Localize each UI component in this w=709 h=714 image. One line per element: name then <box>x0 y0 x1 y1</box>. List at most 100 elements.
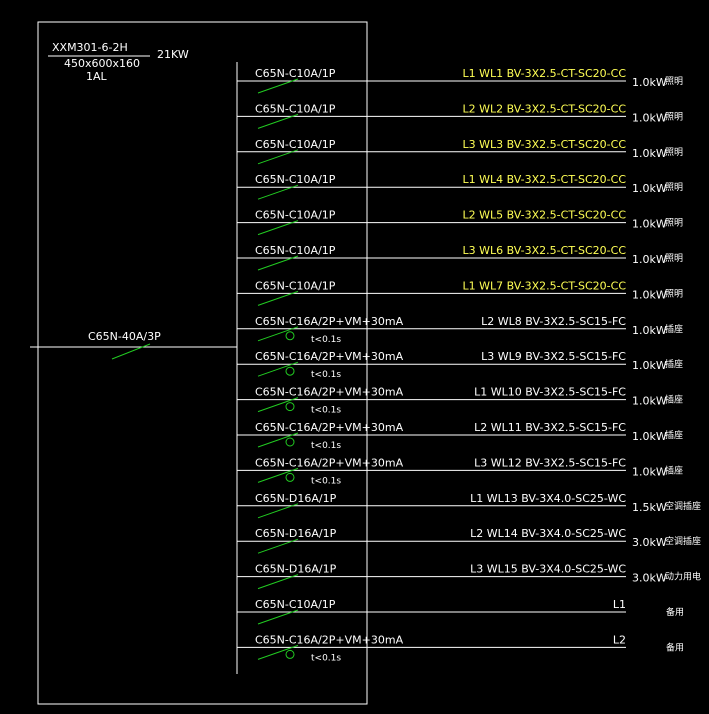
panel-name: 1AL <box>86 70 108 83</box>
cable-spec: L1 WL10 BV-3X2.5-SC15-FC <box>474 386 626 399</box>
circuit-row: C65N-C16A/2P+VM+30mA t<0.1s L2 WL8 BV-3X2.… <box>237 315 683 345</box>
rcd-trip-time: t<0.1s <box>311 406 341 416</box>
load-power: 1.0kW <box>632 218 667 231</box>
breaker-label: C65N-C10A/1P <box>255 102 336 115</box>
load-power: 1.0kW <box>632 359 667 372</box>
rcd-symbol <box>285 649 295 659</box>
cable-spec: L1 WL4 BV-3X2.5-CT-SC20-CC <box>462 173 626 186</box>
load-power: 1.0kW <box>632 76 667 89</box>
rcd-symbol <box>285 402 295 412</box>
load-use: 动力用电 <box>665 571 701 583</box>
main-breaker-symbol <box>111 343 151 360</box>
breaker-symbol <box>257 220 299 236</box>
circuit-row: C65N-C10A/1P L1 WL4 BV-3X2.5-CT-SC20-CC 1.… <box>237 173 683 200</box>
breaker-symbol <box>257 290 299 306</box>
load-power: 3.0kW <box>632 572 667 585</box>
breaker-symbol <box>257 184 299 200</box>
rcd-trip-time: t<0.1s <box>311 476 341 486</box>
load-use: 照明 <box>665 182 683 193</box>
circuit-row: C65N-C16A/2P+VM+30mA t<0.1s L1 WL10 BV-3X2… <box>237 386 683 416</box>
load-power: 3.0kW <box>632 536 667 549</box>
load-use: 照明 <box>665 147 683 158</box>
load-use: 插座 <box>665 429 683 441</box>
breaker-label: C65N-C10A/1P <box>255 279 336 292</box>
cable-spec: L3 WL12 BV-3X2.5-SC15-FC <box>474 456 626 469</box>
panel-size: 450x600x160 <box>64 57 140 70</box>
load-use: 备用 <box>666 641 684 653</box>
breaker-label: C65N-C10A/1P <box>255 244 336 257</box>
cable-spec: L3 WL3 BV-3X2.5-CT-SC20-CC <box>462 138 626 151</box>
load-use: 照明 <box>665 76 683 87</box>
breaker-symbol <box>257 326 299 342</box>
cable-spec: L2 WL8 BV-3X2.5-SC15-FC <box>481 315 626 328</box>
breaker-symbol <box>257 503 299 519</box>
breaker-symbol <box>257 397 299 413</box>
main-breaker-label: C65N-40A/3P <box>88 330 161 343</box>
load-use: 插座 <box>665 394 683 406</box>
rcd-trip-time: t<0.1s <box>311 653 341 663</box>
breaker-label: C65N-C16A/2P+VM+30mA <box>255 315 404 328</box>
breaker-label: C65N-C10A/1P <box>255 138 336 151</box>
cable-spec: L2 WL14 BV-3X4.0-SC25-WC <box>470 527 626 540</box>
load-power: 1.0kW <box>632 147 667 160</box>
breaker-label: C65N-C16A/2P+VM+30mA <box>255 421 404 434</box>
panel-enclosure <box>37 21 368 705</box>
load-use: 插座 <box>665 358 683 370</box>
circuit-row: C65N-C10A/1P L3 WL3 BV-3X2.5-CT-SC20-CC 1.… <box>237 138 683 165</box>
rcd-symbol <box>285 437 295 447</box>
load-power: 1.0kW <box>632 324 667 337</box>
load-use: 空调插座 <box>665 500 701 512</box>
load-power: 1.5kW <box>632 501 667 514</box>
load-use: 照明 <box>665 218 683 229</box>
breaker-symbol <box>257 113 299 129</box>
cable-spec: L2 WL11 BV-3X2.5-SC15-FC <box>474 421 626 434</box>
breaker-symbol <box>257 149 299 165</box>
breaker-symbol <box>257 538 299 554</box>
load-use: 照明 <box>665 111 683 122</box>
load-power: 1.0kW <box>632 111 667 124</box>
circuit-row: C65N-C10A/1P L3 WL6 BV-3X2.5-CT-SC20-CC 1.… <box>237 244 683 271</box>
cable-spec: L3 WL15 BV-3X4.0-SC25-WC <box>470 563 626 576</box>
load-power: 1.0kW <box>632 395 667 408</box>
cable-spec: L1 WL7 BV-3X2.5-CT-SC20-CC <box>462 279 626 292</box>
rcd-trip-time: t<0.1s <box>311 335 341 345</box>
breaker-symbol <box>257 574 299 590</box>
breaker-label: C65N-D16A/1P <box>255 563 337 576</box>
breaker-label: C65N-C10A/1P <box>255 173 336 186</box>
load-use: 插座 <box>665 464 683 476</box>
breaker-symbol <box>257 255 299 271</box>
cable-spec: L3 WL6 BV-3X2.5-CT-SC20-CC <box>462 244 626 257</box>
breaker-symbol <box>257 432 299 448</box>
rcd-symbol <box>285 472 295 482</box>
phase-label: L2 <box>613 633 626 646</box>
rcd-symbol <box>285 366 295 376</box>
breaker-label: C65N-C16A/2P+VM+30mA <box>255 350 404 363</box>
load-power: 1.0kW <box>632 182 667 195</box>
load-power: 1.0kW <box>632 465 667 478</box>
cable-spec: L1 WL13 BV-3X4.0-SC25-WC <box>470 492 626 505</box>
breaker-symbol <box>257 361 299 377</box>
load-use: 插座 <box>665 323 683 335</box>
load-use: 照明 <box>665 253 683 264</box>
breaker-symbol <box>257 644 299 660</box>
load-use: 照明 <box>665 288 683 299</box>
breaker-label: C65N-C10A/1P <box>255 209 336 222</box>
breaker-label: C65N-C16A/2P+VM+30mA <box>255 386 404 399</box>
load-power: 1.0kW <box>632 253 667 266</box>
breaker-symbol <box>257 609 299 625</box>
cable-spec: L3 WL9 BV-3X2.5-SC15-FC <box>481 350 626 363</box>
panel-model: XXM301-6-2H <box>52 41 128 54</box>
breaker-label: C65N-C16A/2P+VM+30mA <box>255 456 404 469</box>
